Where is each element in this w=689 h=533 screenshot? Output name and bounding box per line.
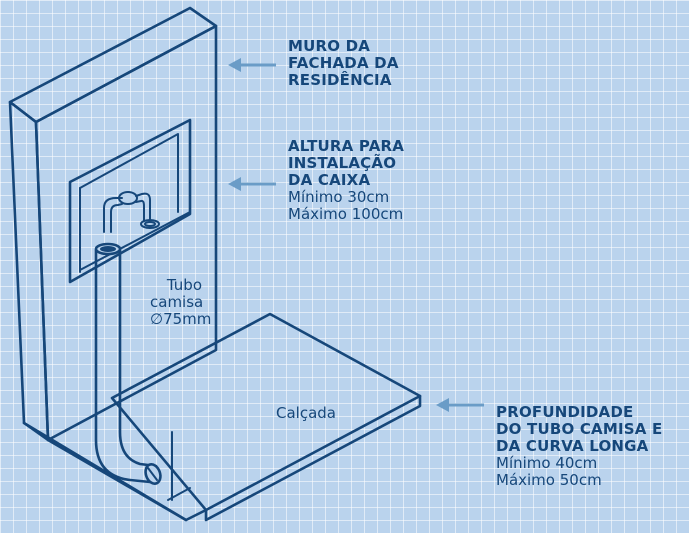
box-height-heading-1: ALTURA PARA: [288, 137, 405, 155]
jacket-pipe: [94, 242, 162, 485]
facade-wall: [8, 6, 218, 442]
depth-indicator: [167, 431, 191, 501]
box-height-min: Mínimo 30cm: [288, 188, 390, 206]
box-height-heading-2: INSTALAÇÃO: [288, 154, 397, 172]
wall-label: MURO DA FACHADA DA RESIDÊNCIA: [288, 38, 399, 89]
meter-box-recess: [68, 118, 192, 284]
sidewalk-label-text: Calçada: [276, 404, 336, 422]
sidewalk-slab: [110, 312, 422, 522]
box-height-heading-3: DA CAIXA: [288, 171, 371, 189]
pipe-label: Tubo camisa ∅75mm: [150, 276, 212, 328]
sidewalk-label: Calçada: [276, 405, 336, 422]
pipe-label-line-2: camisa: [150, 293, 204, 311]
wall-label-line-2: FACHADA DA: [288, 54, 399, 72]
arrow-depth: [436, 398, 484, 412]
depth-min: Mínimo 40cm: [496, 454, 598, 472]
pipe-label-line-1: Tubo: [166, 276, 202, 294]
arrow-wall: [228, 58, 276, 72]
depth-max: Máximo 50cm: [496, 471, 602, 489]
wall-label-line-1: MURO DA: [288, 37, 371, 55]
depth-heading-2: DO TUBO CAMISA E: [496, 420, 663, 438]
depth-label: PROFUNDIDADE DO TUBO CAMISA E DA CURVA L…: [496, 404, 662, 489]
box-height-max: Máximo 100cm: [288, 205, 404, 223]
wall-label-line-3: RESIDÊNCIA: [288, 71, 392, 89]
depth-heading-3: DA CURVA LONGA: [496, 437, 649, 455]
depth-heading-1: PROFUNDIDADE: [496, 403, 634, 421]
arrow-box-height: [228, 177, 276, 191]
valve-fitting: [103, 191, 160, 233]
pipe-label-line-3: ∅75mm: [150, 310, 212, 328]
box-height-label: ALTURA PARA INSTALAÇÃO DA CAIXA Mínimo 3…: [288, 138, 404, 223]
ground-base: [22, 421, 208, 522]
